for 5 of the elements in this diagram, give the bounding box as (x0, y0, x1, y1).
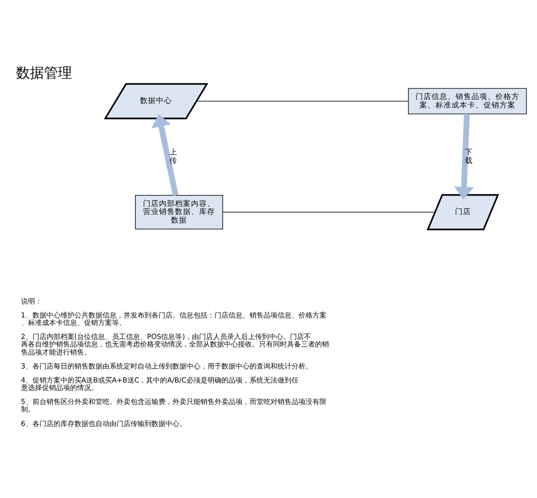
connector (196, 100, 408, 101)
arrow (454, 113, 474, 199)
diagram-title: 数据管理 (16, 64, 72, 81)
connector (222, 211, 436, 212)
arrow (151, 113, 178, 196)
